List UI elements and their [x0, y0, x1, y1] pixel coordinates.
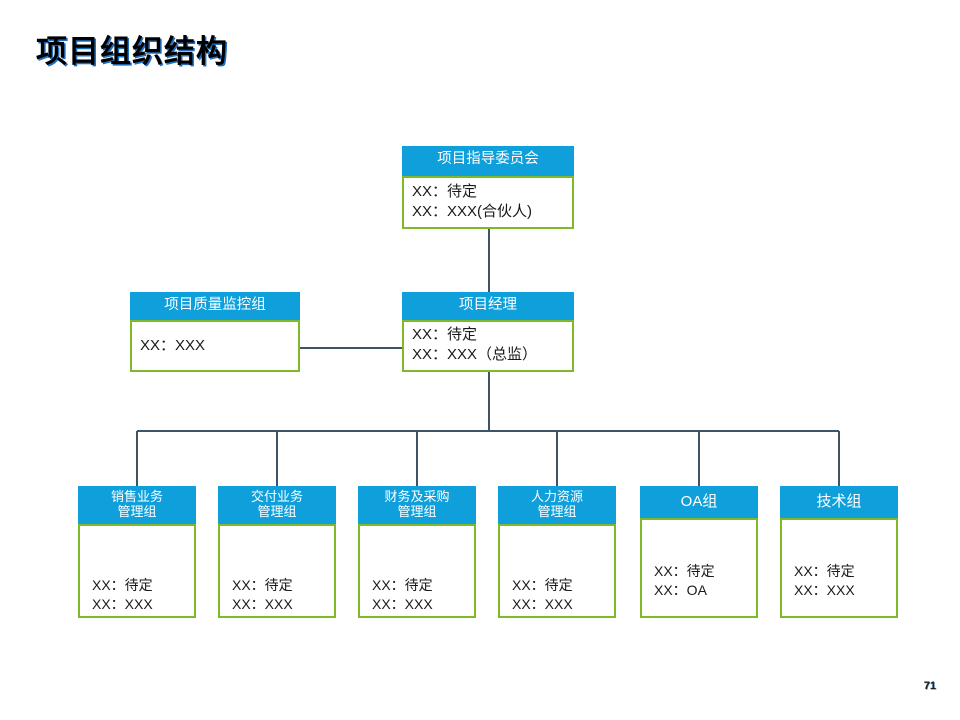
org-node-body: XX：待定 XX：XXX [358, 524, 476, 618]
org-node-body: XX：待定 XX：XXX [78, 524, 196, 618]
org-node-technology-group[interactable]: 技术组 XX：待定 XX：XXX [780, 486, 898, 618]
org-node-oa-group[interactable]: OA组 XX：待定 XX：OA [640, 486, 758, 618]
org-node-body: XX：待定 XX：XXX（总监） [402, 320, 574, 372]
org-node-header: 销售业务 管理组 [78, 486, 196, 524]
org-node-header: 项目经理 [402, 292, 574, 320]
org-node-body: XX：待定 XX：XXX [218, 524, 336, 618]
page-title: 项目组织结构 [36, 34, 228, 69]
org-node-quality-control-group[interactable]: 项目质量监控组 XX：XXX [130, 292, 300, 372]
org-node-steering-committee[interactable]: 项目指导委员会 XX：待定 XX：XXX(合伙人) [402, 146, 574, 229]
org-node-header: 交付业务 管理组 [218, 486, 336, 524]
org-node-body: XX：待定 XX：XXX(合伙人) [402, 176, 574, 229]
org-node-header: 人力资源 管理组 [498, 486, 616, 524]
org-node-body: XX：待定 XX：XXX [498, 524, 616, 618]
org-node-body: XX：待定 XX：XXX [780, 518, 898, 618]
org-node-header: 项目指导委员会 [402, 146, 574, 176]
org-node-body: XX：待定 XX：OA [640, 518, 758, 618]
org-node-header: OA组 [640, 486, 758, 518]
org-node-header: 项目质量监控组 [130, 292, 300, 320]
org-node-delivery-management-group[interactable]: 交付业务 管理组 XX：待定 XX：XXX [218, 486, 336, 618]
org-node-finance-procurement-management-group[interactable]: 财务及采购 管理组 XX：待定 XX：XXX [358, 486, 476, 618]
page-number: 71 [923, 680, 936, 692]
org-node-hr-management-group[interactable]: 人力资源 管理组 XX：待定 XX：XXX [498, 486, 616, 618]
org-node-sales-management-group[interactable]: 销售业务 管理组 XX：待定 XX：XXX [78, 486, 196, 618]
org-node-header: 财务及采购 管理组 [358, 486, 476, 524]
org-node-header: 技术组 [780, 486, 898, 518]
org-node-project-manager[interactable]: 项目经理 XX：待定 XX：XXX（总监） [402, 292, 574, 372]
org-node-body: XX：XXX [130, 320, 300, 372]
